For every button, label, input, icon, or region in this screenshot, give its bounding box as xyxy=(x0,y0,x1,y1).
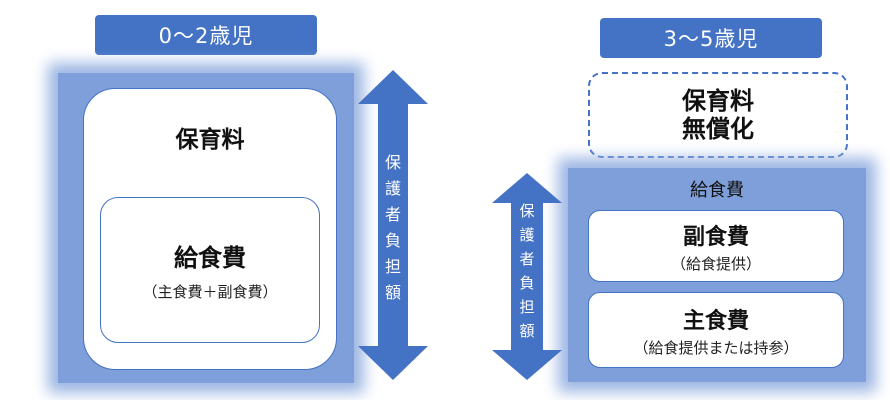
right-header: 3～5歳児 xyxy=(600,18,822,58)
left-outer-label: 保育料 xyxy=(175,127,245,153)
right-arrow-char-5: 担 xyxy=(519,298,535,316)
left-inner-card: 給食費 （主食費＋副食費） xyxy=(100,197,320,343)
side-dish-title: 副食費 xyxy=(682,224,749,250)
left-header: 0～2歳児 xyxy=(95,15,317,55)
left-arrow-char-6: 額 xyxy=(384,283,401,302)
staple-sub: （給食提供または持参） xyxy=(633,338,799,357)
left-arrow-char-5: 担 xyxy=(384,257,401,276)
free-tuition-box: 保育料 無償化 xyxy=(588,72,848,158)
left-arrow-label: 保 護 者 負 担 額 xyxy=(383,150,403,306)
staple-title: 主食費 xyxy=(682,308,749,334)
left-double-arrow-icon xyxy=(358,70,428,380)
side-dish-card: 副食費 （給食提供） xyxy=(588,210,844,282)
left-arrow-char-1: 保 xyxy=(384,153,401,172)
right-arrow-char-3: 者 xyxy=(519,250,535,268)
left-arrow-char-4: 負 xyxy=(384,231,401,250)
free-line-2: 無償化 xyxy=(682,115,754,143)
left-arrow-char-2: 護 xyxy=(384,179,401,198)
free-line-1: 保育料 xyxy=(682,87,754,115)
right-group-label: 給食費 xyxy=(690,180,744,201)
right-arrow-char-6: 額 xyxy=(519,322,535,340)
right-arrow-char-1: 保 xyxy=(519,202,535,220)
left-arrow-char-3: 者 xyxy=(384,205,401,224)
side-dish-sub: （給食提供） xyxy=(670,254,761,273)
right-double-arrow-icon xyxy=(492,173,562,380)
right-arrow-label: 保 護 者 負 担 額 xyxy=(517,199,537,343)
right-arrow-char-4: 負 xyxy=(519,274,535,292)
staple-card: 主食費 （給食提供または持参） xyxy=(588,292,844,368)
right-arrow-char-2: 護 xyxy=(519,226,535,244)
left-inner-title: 給食費 xyxy=(174,244,246,272)
left-inner-sub: （主食費＋副食費） xyxy=(142,283,278,301)
